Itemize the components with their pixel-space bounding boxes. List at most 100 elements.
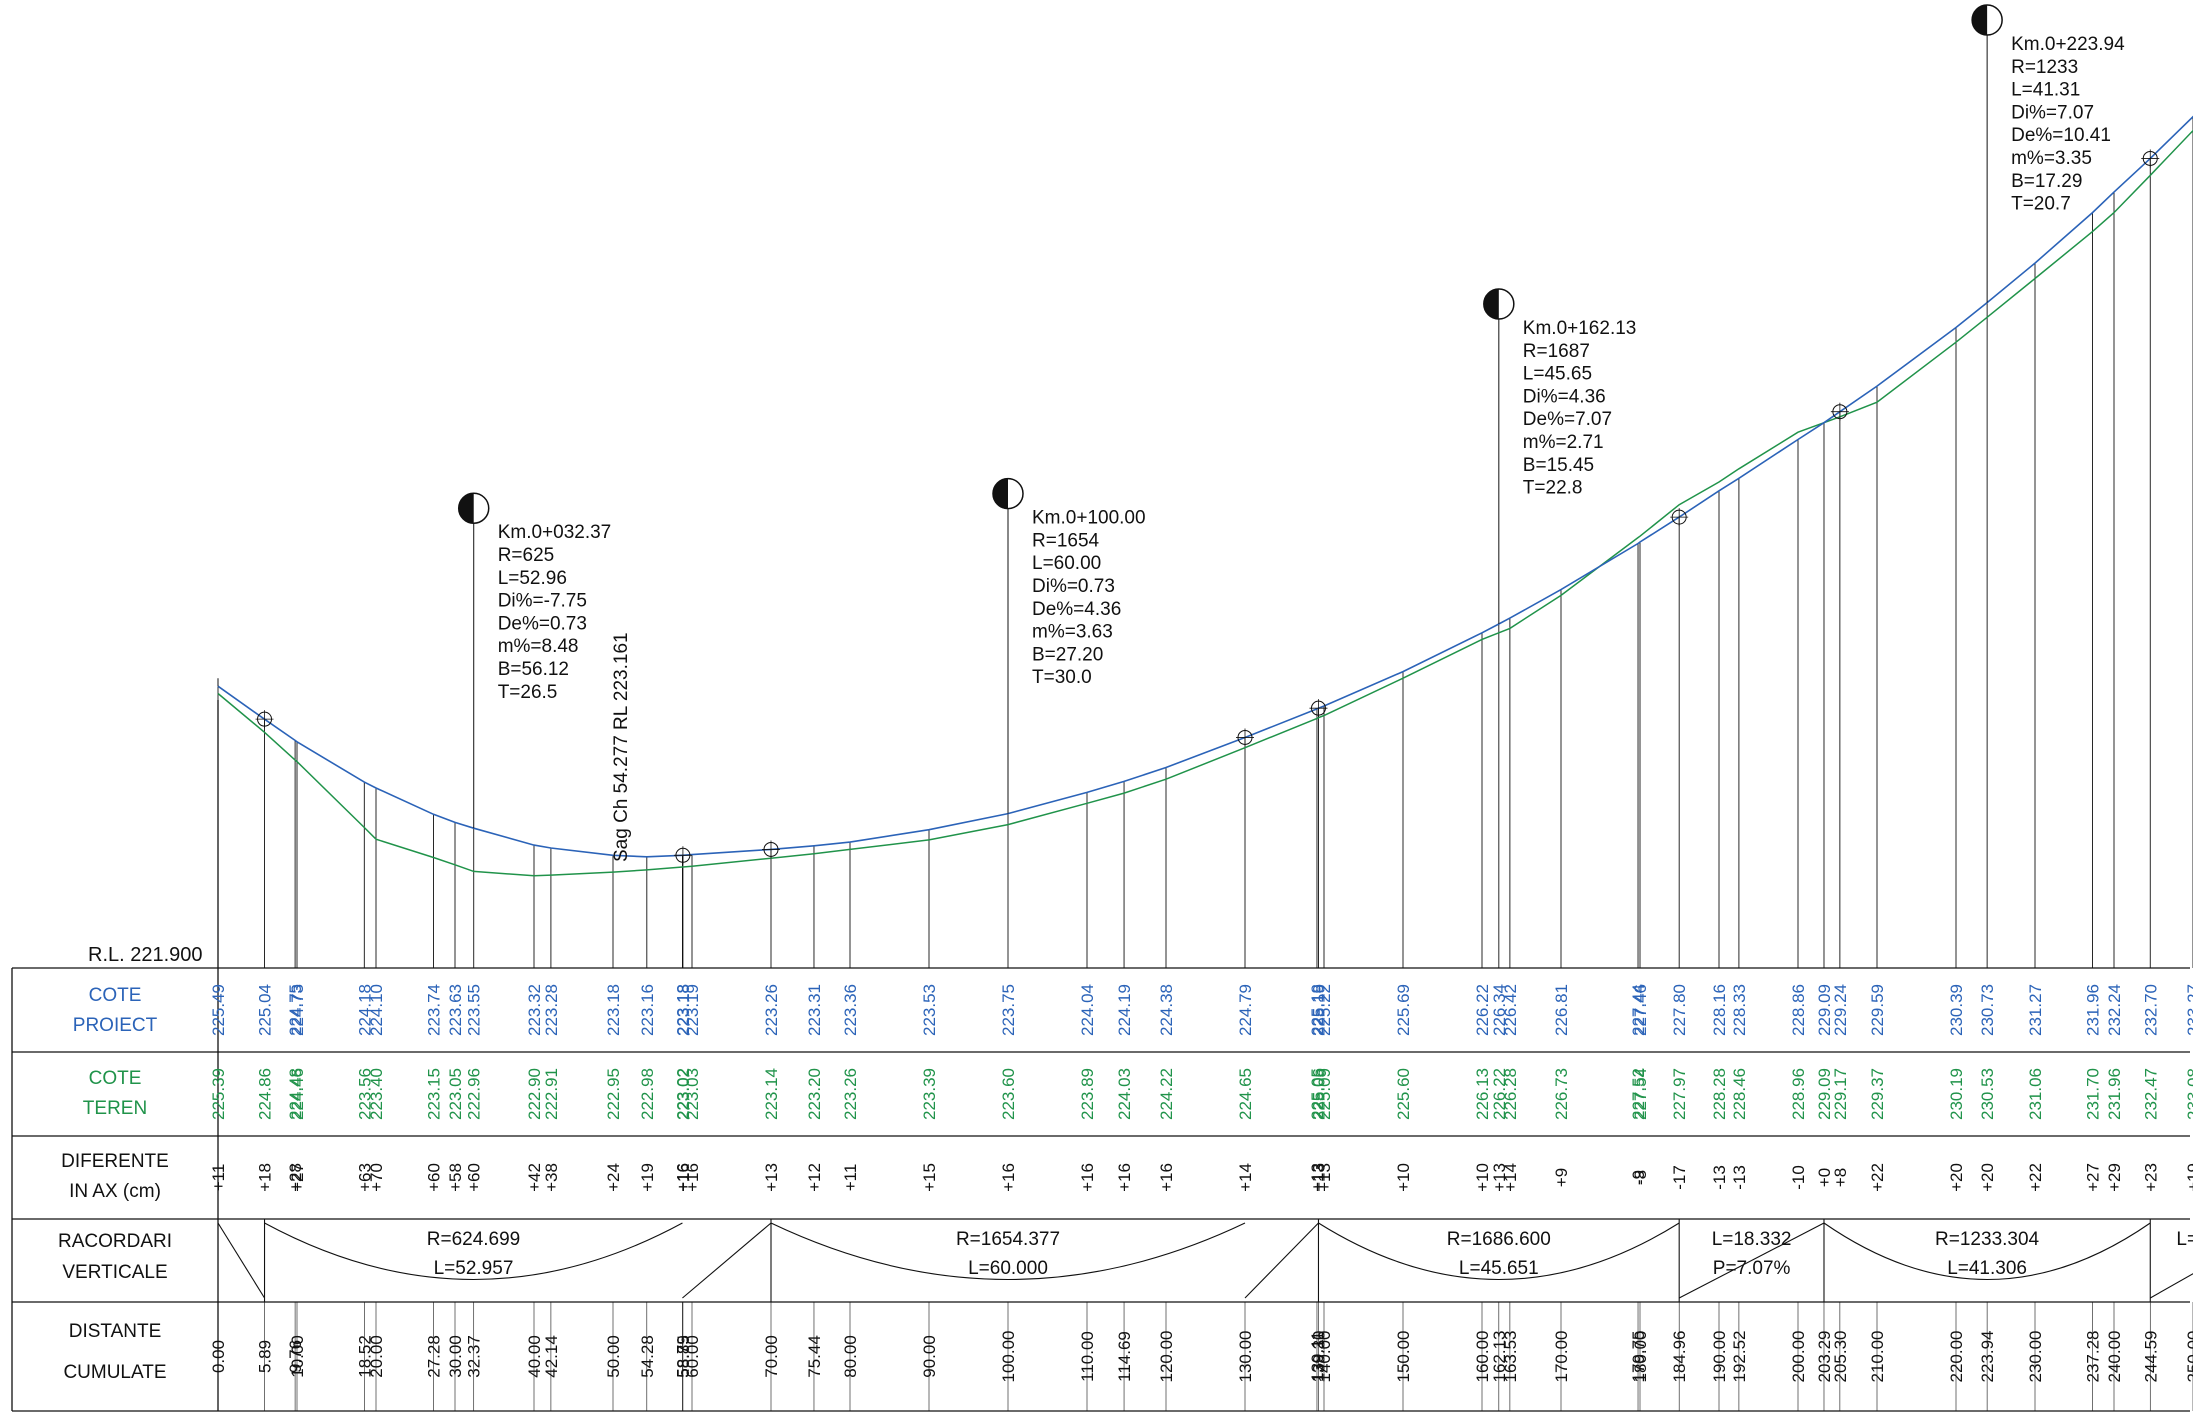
cota-proiect-value: 226.81 [1552, 984, 1571, 1036]
cota-teren-value: 224.86 [256, 1068, 275, 1120]
cota-proiect-value: 224.19 [1115, 984, 1134, 1036]
distanta-value: 210.00 [1868, 1331, 1887, 1383]
diferenta-value: +15 [920, 1163, 939, 1192]
cota-teren-value: 226.28 [1501, 1068, 1520, 1120]
diferenta-value: +28 [286, 1163, 305, 1192]
cota-teren-value: 226.22 [1490, 1068, 1509, 1120]
cota-proiect-value: 232.70 [2141, 984, 2160, 1036]
cota-proiect-value: 223.63 [446, 984, 465, 1036]
cota-proiect-value: 223.31 [805, 984, 824, 1036]
cota-proiect-value: 231.27 [2026, 984, 2045, 1036]
diferenta-value: +20 [1947, 1163, 1966, 1192]
curve-note-line: B=27.20 [1032, 644, 1103, 665]
distanta-value: 110.00 [1078, 1331, 1097, 1382]
cota-teren-value: 225.05 [1308, 1068, 1327, 1120]
distanta-value: 54.28 [638, 1335, 657, 1378]
distanta-value: 9.76 [286, 1340, 305, 1373]
curve-note-line: De%=0.73 [498, 613, 587, 634]
cota-proiect-value: 230.73 [1978, 984, 1997, 1036]
distanta-value: 190.00 [1710, 1331, 1729, 1383]
curve-note-line: L=52.96 [498, 568, 567, 589]
cota-teren-value: 223.03 [683, 1068, 702, 1120]
diferenta-value: +11 [209, 1164, 228, 1192]
cota-proiect-value: 225.19 [1310, 984, 1329, 1036]
cota-teren-value: 225.60 [1394, 1068, 1413, 1120]
distanta-value: 139.30 [1310, 1331, 1329, 1383]
cota-proiect-value: 232.24 [2105, 984, 2124, 1036]
vertical-grade-line [1244, 1222, 1319, 1299]
diferenta-value: +58 [446, 1163, 465, 1192]
cota-proiect-value: 231.96 [2084, 984, 2103, 1036]
diferenta-value: -13 [1730, 1165, 1749, 1190]
curve-note-line: De%=10.41 [2011, 125, 2111, 146]
cota-teren-value: 223.20 [805, 1068, 824, 1120]
distanta-value: 179.75 [1629, 1331, 1648, 1383]
diferenta-value: +16 [673, 1163, 692, 1192]
cota-teren-value: 224.65 [1236, 1068, 1255, 1120]
cota-proiect-value: 223.18 [673, 984, 692, 1036]
distanta-value: 114.69 [1115, 1331, 1134, 1382]
diferenta-value: +14 [1236, 1163, 1255, 1192]
cota-teren-value: 227.97 [1670, 1068, 1689, 1120]
cota-proiect-value: 228.86 [1789, 984, 1808, 1036]
cota-proiect-value: 227.46 [1631, 984, 1650, 1036]
distanta-value: 42.14 [542, 1335, 561, 1378]
curve-note-line: T=22.8 [1523, 478, 1583, 499]
diferenta-value: +27 [288, 1163, 307, 1192]
diferenta-value: +13 [1315, 1163, 1334, 1192]
curve-note-line: R=1687 [1523, 341, 1590, 362]
curve-note-line: Di%=-7.75 [498, 591, 587, 612]
row-label-racordari-1: RACORDARI [58, 1231, 172, 1252]
cota-proiect-value: 225.49 [209, 984, 228, 1036]
cota-teren-value: 230.53 [1978, 1068, 1997, 1120]
distanta-value: 192.52 [1730, 1331, 1749, 1383]
distanta-value: 30.00 [446, 1335, 465, 1378]
cota-teren-value: 233.08 [2184, 1068, 2193, 1120]
cota-teren-value: 230.19 [1947, 1068, 1966, 1120]
distanta-value: 220.00 [1947, 1331, 1966, 1383]
diferenta-value: +13 [1310, 1163, 1329, 1192]
distanta-value: 170.00 [1552, 1331, 1571, 1383]
diferenta-value: +16 [1115, 1163, 1134, 1192]
curve-note-line: T=30.0 [1032, 667, 1092, 688]
distanta-value: 100.00 [999, 1331, 1018, 1383]
curve-note-line: m%=8.48 [498, 636, 579, 657]
row-label-teren-1: COTE [89, 1068, 142, 1089]
cota-proiect-value: 225.04 [256, 984, 275, 1036]
vertical-curve-arc [1318, 1222, 1680, 1280]
cota-proiect-value: 223.18 [674, 984, 693, 1036]
row-label-diferente-2: IN AX (cm) [69, 1181, 161, 1202]
curve-note-line: B=17.29 [2011, 171, 2082, 192]
diferenta-value: +60 [425, 1163, 444, 1192]
distanta-value: 0.00 [209, 1340, 228, 1373]
diferenta-value: +38 [542, 1163, 561, 1192]
distanta-value: 27.28 [425, 1335, 444, 1378]
diferenta-value: +20 [1978, 1163, 1997, 1192]
distanta-value: 237.28 [2084, 1331, 2103, 1383]
curve-note-line: T=20.7 [2011, 194, 2071, 215]
diferenta-value: +10 [1473, 1163, 1492, 1192]
cota-proiect-value: 229.24 [1831, 984, 1850, 1036]
terrain-line [217, 129, 2193, 877]
curve-note-line: R=1233 [2011, 57, 2078, 78]
distanta-value: 162.13 [1490, 1331, 1509, 1383]
distanta-value: 60.00 [683, 1335, 702, 1378]
distanta-value: 58.85 [674, 1335, 693, 1378]
diferenta-value: -13 [1710, 1165, 1729, 1190]
distanta-value: 163.53 [1501, 1331, 1520, 1383]
diferenta-value: +13 [762, 1163, 781, 1192]
diferenta-value: +29 [2105, 1163, 2124, 1192]
vertical-curve-label: R=1686.600 [1447, 1229, 1551, 1250]
diferenta-value: +16 [683, 1163, 702, 1192]
cota-teren-value: 223.39 [920, 1068, 939, 1120]
distanta-value: 40.00 [525, 1335, 544, 1378]
vertical-curve-label: P=7.07% [1713, 1258, 1791, 1279]
cota-proiect-value: 224.04 [1078, 984, 1097, 1036]
cota-proiect-value: 223.32 [525, 984, 544, 1036]
distanta-value: 240.00 [2105, 1331, 2124, 1383]
cota-teren-value: 222.96 [465, 1068, 484, 1120]
cota-proiect-value: 224.38 [1157, 984, 1176, 1036]
distanta-value: 50.00 [604, 1335, 623, 1378]
cota-teren-value: 225.06 [1310, 1068, 1329, 1120]
vertex-half-circle-icon [1971, 4, 2003, 36]
